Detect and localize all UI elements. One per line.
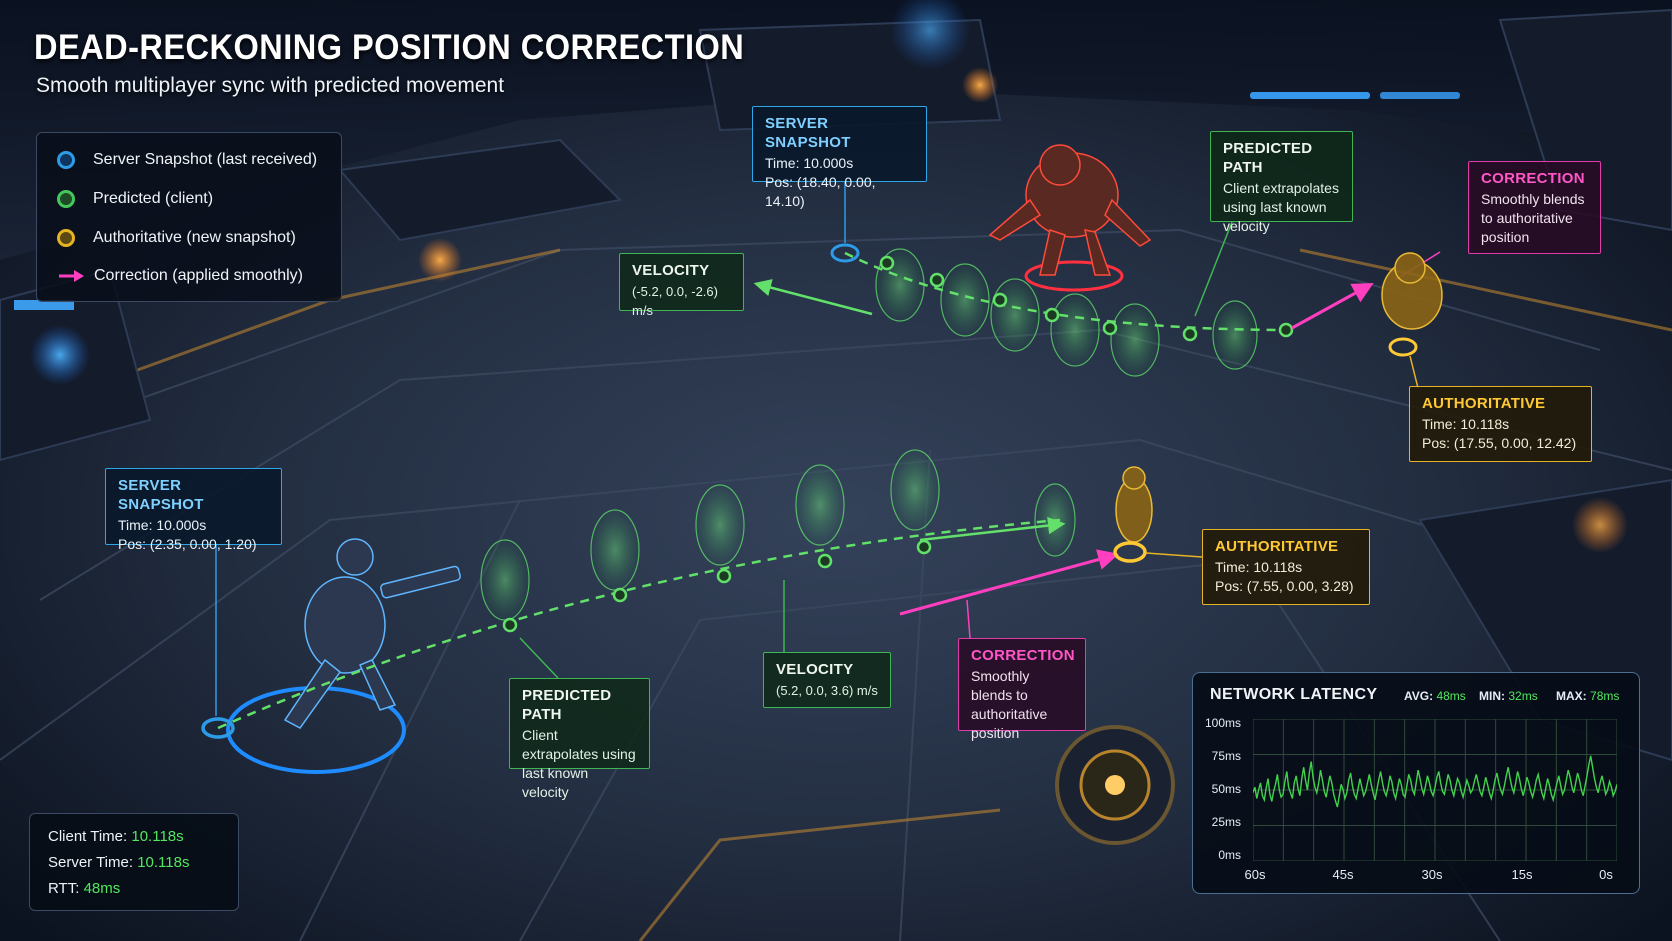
client-time-value: 10.118s bbox=[131, 828, 184, 845]
x-tick-label: 15s bbox=[1511, 867, 1533, 882]
callout-heading: SERVER SNAPSHOT bbox=[765, 115, 851, 151]
callout-heading: PREDICTED PATH bbox=[522, 687, 612, 723]
callout-correction-bottom: CORRECTION Smoothly blends to authoritat… bbox=[958, 638, 1086, 741]
callout-pos: Pos: (17.55, 0.00, 12.42) bbox=[1422, 435, 1577, 451]
latency-title: NETWORK LATENCY bbox=[1210, 686, 1378, 703]
network-latency-panel: NETWORK LATENCY AVG: 48ms MIN: 32ms MAX:… bbox=[1192, 672, 1640, 894]
callout-server-snapshot-bottom: SERVER SNAPSHOT Time: 10.000s Pos: (2.35… bbox=[105, 468, 282, 552]
pink-arrow-icon bbox=[59, 270, 84, 282]
latency-avg: AVG: 48ms bbox=[1404, 689, 1466, 703]
legend-item-server: Server Snapshot (last received) bbox=[57, 147, 317, 173]
legend-panel: Server Snapshot (last received) Predicte… bbox=[36, 132, 342, 302]
callout-heading: SERVER SNAPSHOT bbox=[118, 477, 204, 513]
latency-max-value: 78ms bbox=[1590, 689, 1620, 703]
server-time-row: Server Time: 10.118s bbox=[48, 854, 189, 871]
page-subtitle: Smooth multiplayer sync with predicted m… bbox=[36, 74, 505, 97]
callout-predicted-path-bottom: PREDICTED PATH Client extrapolates using… bbox=[509, 678, 650, 800]
latency-avg-value: 48ms bbox=[1436, 689, 1466, 703]
latency-max-label: MAX: bbox=[1556, 689, 1587, 703]
latency-chart bbox=[1253, 719, 1617, 861]
y-tick-label: 50ms bbox=[1211, 782, 1241, 796]
callout-body: Smoothly blends to authoritative positio… bbox=[971, 668, 1048, 741]
rtt-value: 48ms bbox=[83, 880, 121, 897]
latency-min-value: 32ms bbox=[1508, 689, 1538, 703]
legend-item-authoritative: Authoritative (new snapshot) bbox=[57, 225, 296, 251]
callout-correction-top: CORRECTION Smoothly blends to authoritat… bbox=[1468, 161, 1601, 254]
callout-time: Time: 10.000s bbox=[118, 517, 207, 533]
callout-predicted-path-top: PREDICTED PATH Client extrapolates using… bbox=[1210, 131, 1353, 234]
callout-value: (-5.2, 0.0, -2.6) m/s bbox=[632, 284, 718, 318]
latency-min-label: MIN: bbox=[1479, 689, 1505, 703]
legend-item-predicted: Predicted (client) bbox=[57, 186, 213, 212]
latency-series-line bbox=[1253, 755, 1617, 808]
rtt-label: RTT: bbox=[48, 880, 80, 897]
callout-body: Client extrapolates using last known vel… bbox=[1223, 180, 1339, 234]
callout-heading: PREDICTED PATH bbox=[1223, 140, 1313, 176]
callout-time: Time: 10.000s bbox=[765, 155, 854, 171]
legend-label: Authoritative (new snapshot) bbox=[93, 229, 296, 246]
server-time-label: Server Time: bbox=[48, 854, 134, 871]
client-time-row: Client Time: 10.118s bbox=[48, 828, 184, 845]
green-dot-icon bbox=[57, 190, 75, 208]
x-tick-label: 30s bbox=[1421, 867, 1443, 882]
callout-velocity-bottom: VELOCITY (5.2, 0.0, 3.6) m/s bbox=[763, 652, 891, 708]
callout-pos: Pos: (18.40, 0.00, 14.10) bbox=[765, 174, 876, 209]
y-tick-label: 0ms bbox=[1218, 848, 1241, 862]
latency-min: MIN: 32ms bbox=[1479, 689, 1538, 703]
blue-dot-icon bbox=[57, 151, 75, 169]
timing-panel: Client Time: 10.118s Server Time: 10.118… bbox=[29, 813, 239, 911]
callout-heading: CORRECTION bbox=[1481, 170, 1585, 187]
callout-authoritative-bottom: AUTHORITATIVE Time: 10.118s Pos: (7.55, … bbox=[1202, 529, 1370, 605]
legend-label: Correction (applied smoothly) bbox=[94, 267, 303, 284]
server-time-value: 10.118s bbox=[137, 854, 190, 871]
legend-label: Predicted (client) bbox=[93, 190, 214, 207]
callout-heading: AUTHORITATIVE bbox=[1422, 395, 1546, 412]
rtt-row: RTT: 48ms bbox=[48, 880, 120, 897]
callout-body: Client extrapolates using last known vel… bbox=[522, 727, 636, 800]
callout-heading: VELOCITY bbox=[632, 262, 710, 279]
latency-max: MAX: 78ms bbox=[1556, 689, 1619, 703]
callout-pos: Pos: (7.55, 0.00, 3.28) bbox=[1215, 578, 1354, 594]
callout-pos: Pos: (2.35, 0.00, 1.20) bbox=[118, 536, 257, 552]
x-tick-label: 0s bbox=[1599, 867, 1613, 882]
client-time-label: Client Time: bbox=[48, 828, 128, 845]
y-tick-label: 75ms bbox=[1211, 749, 1241, 763]
callout-value: (5.2, 0.0, 3.6) m/s bbox=[776, 683, 878, 698]
callout-velocity-top: VELOCITY (-5.2, 0.0, -2.6) m/s bbox=[619, 253, 744, 318]
page-title: DEAD-RECKONING POSITION CORRECTION bbox=[34, 28, 745, 67]
callout-time: Time: 10.118s bbox=[1215, 559, 1303, 575]
y-tick-label: 100ms bbox=[1204, 716, 1241, 730]
callout-body: Smoothly blends to authoritative positio… bbox=[1481, 191, 1585, 245]
yellow-dot-icon bbox=[57, 229, 75, 247]
x-tick-label: 60s bbox=[1244, 867, 1266, 882]
callout-heading: AUTHORITATIVE bbox=[1215, 538, 1339, 555]
callout-server-snapshot-top: SERVER SNAPSHOT Time: 10.000s Pos: (18.4… bbox=[752, 106, 927, 209]
callout-time: Time: 10.118s bbox=[1422, 416, 1510, 432]
legend-label: Server Snapshot (last received) bbox=[93, 151, 318, 168]
callout-heading: CORRECTION bbox=[971, 647, 1075, 664]
y-tick-label: 25ms bbox=[1211, 815, 1241, 829]
callout-authoritative-top: AUTHORITATIVE Time: 10.118s Pos: (17.55,… bbox=[1409, 386, 1592, 462]
callout-heading: VELOCITY bbox=[776, 661, 854, 678]
latency-avg-label: AVG: bbox=[1404, 689, 1434, 703]
x-tick-label: 45s bbox=[1332, 867, 1354, 882]
legend-item-correction: Correction (applied smoothly) bbox=[57, 263, 303, 289]
